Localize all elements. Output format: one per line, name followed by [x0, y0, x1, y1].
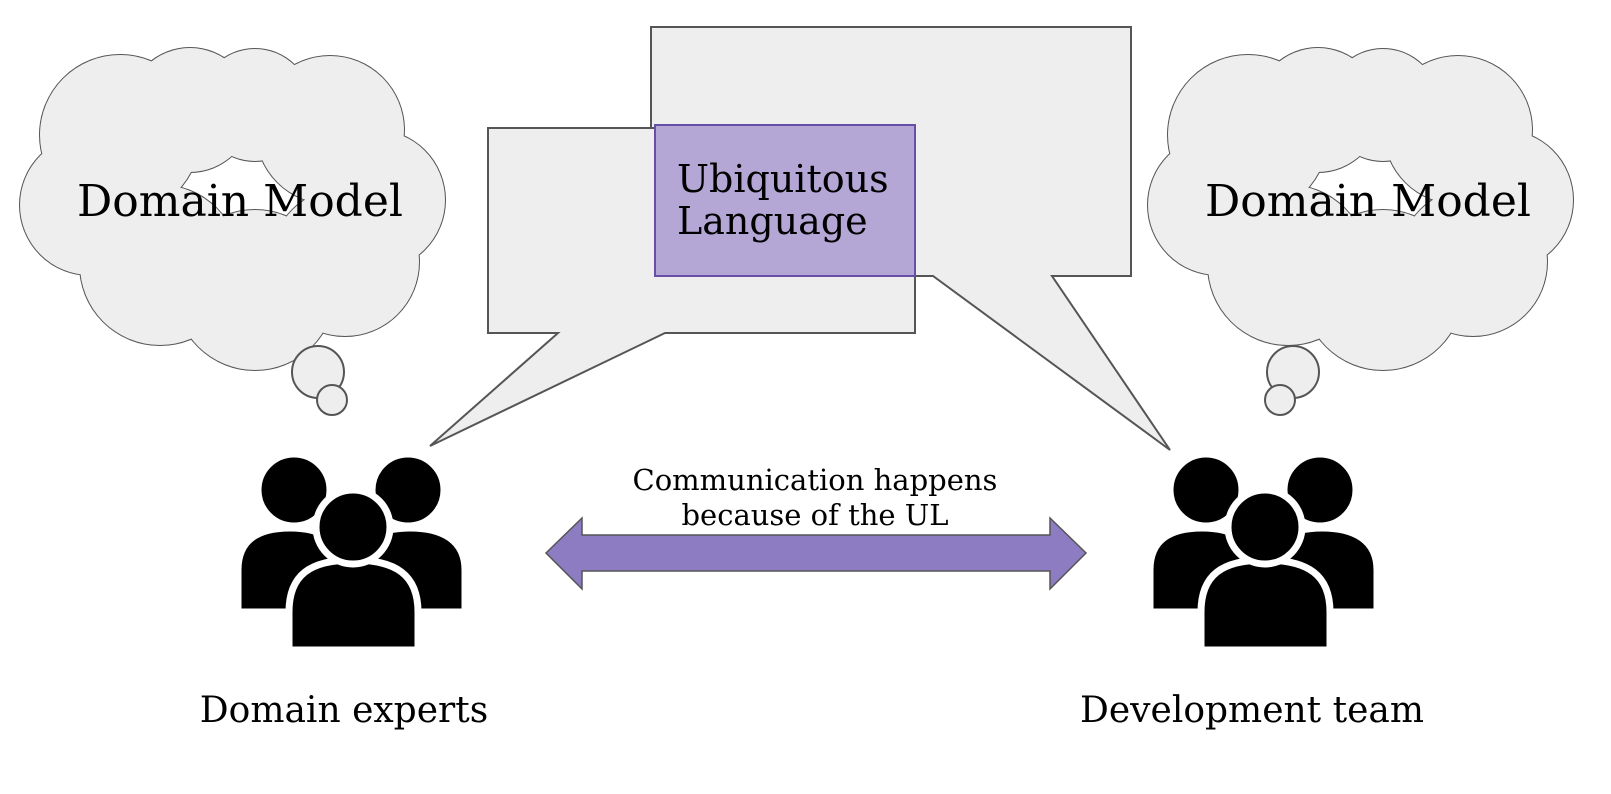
- thought-cloud-icon: [19, 47, 446, 416]
- communication-label-line2: because of the UL: [681, 498, 948, 532]
- double-arrow-icon: [544, 516, 1088, 591]
- domain-experts-label: Domain experts: [200, 690, 488, 731]
- communication-label-line1: Communication happens: [633, 463, 998, 497]
- development-team-group-icon: [1146, 450, 1381, 654]
- ubiquitous-language-box: Ubiquitous Language: [654, 124, 916, 277]
- domain-experts-group-icon: [234, 450, 469, 654]
- ul-label-line1: Ubiquitous: [677, 157, 889, 201]
- right-thought-cloud: Domain Model: [1147, 47, 1574, 416]
- right-domain-model-label: Domain Model: [1205, 176, 1531, 227]
- left-domain-model-label: Domain Model: [77, 176, 403, 227]
- ul-label-line2: Language: [677, 199, 868, 243]
- left-thought-cloud: Domain Model: [19, 47, 446, 416]
- development-team-label: Development team: [1080, 690, 1424, 731]
